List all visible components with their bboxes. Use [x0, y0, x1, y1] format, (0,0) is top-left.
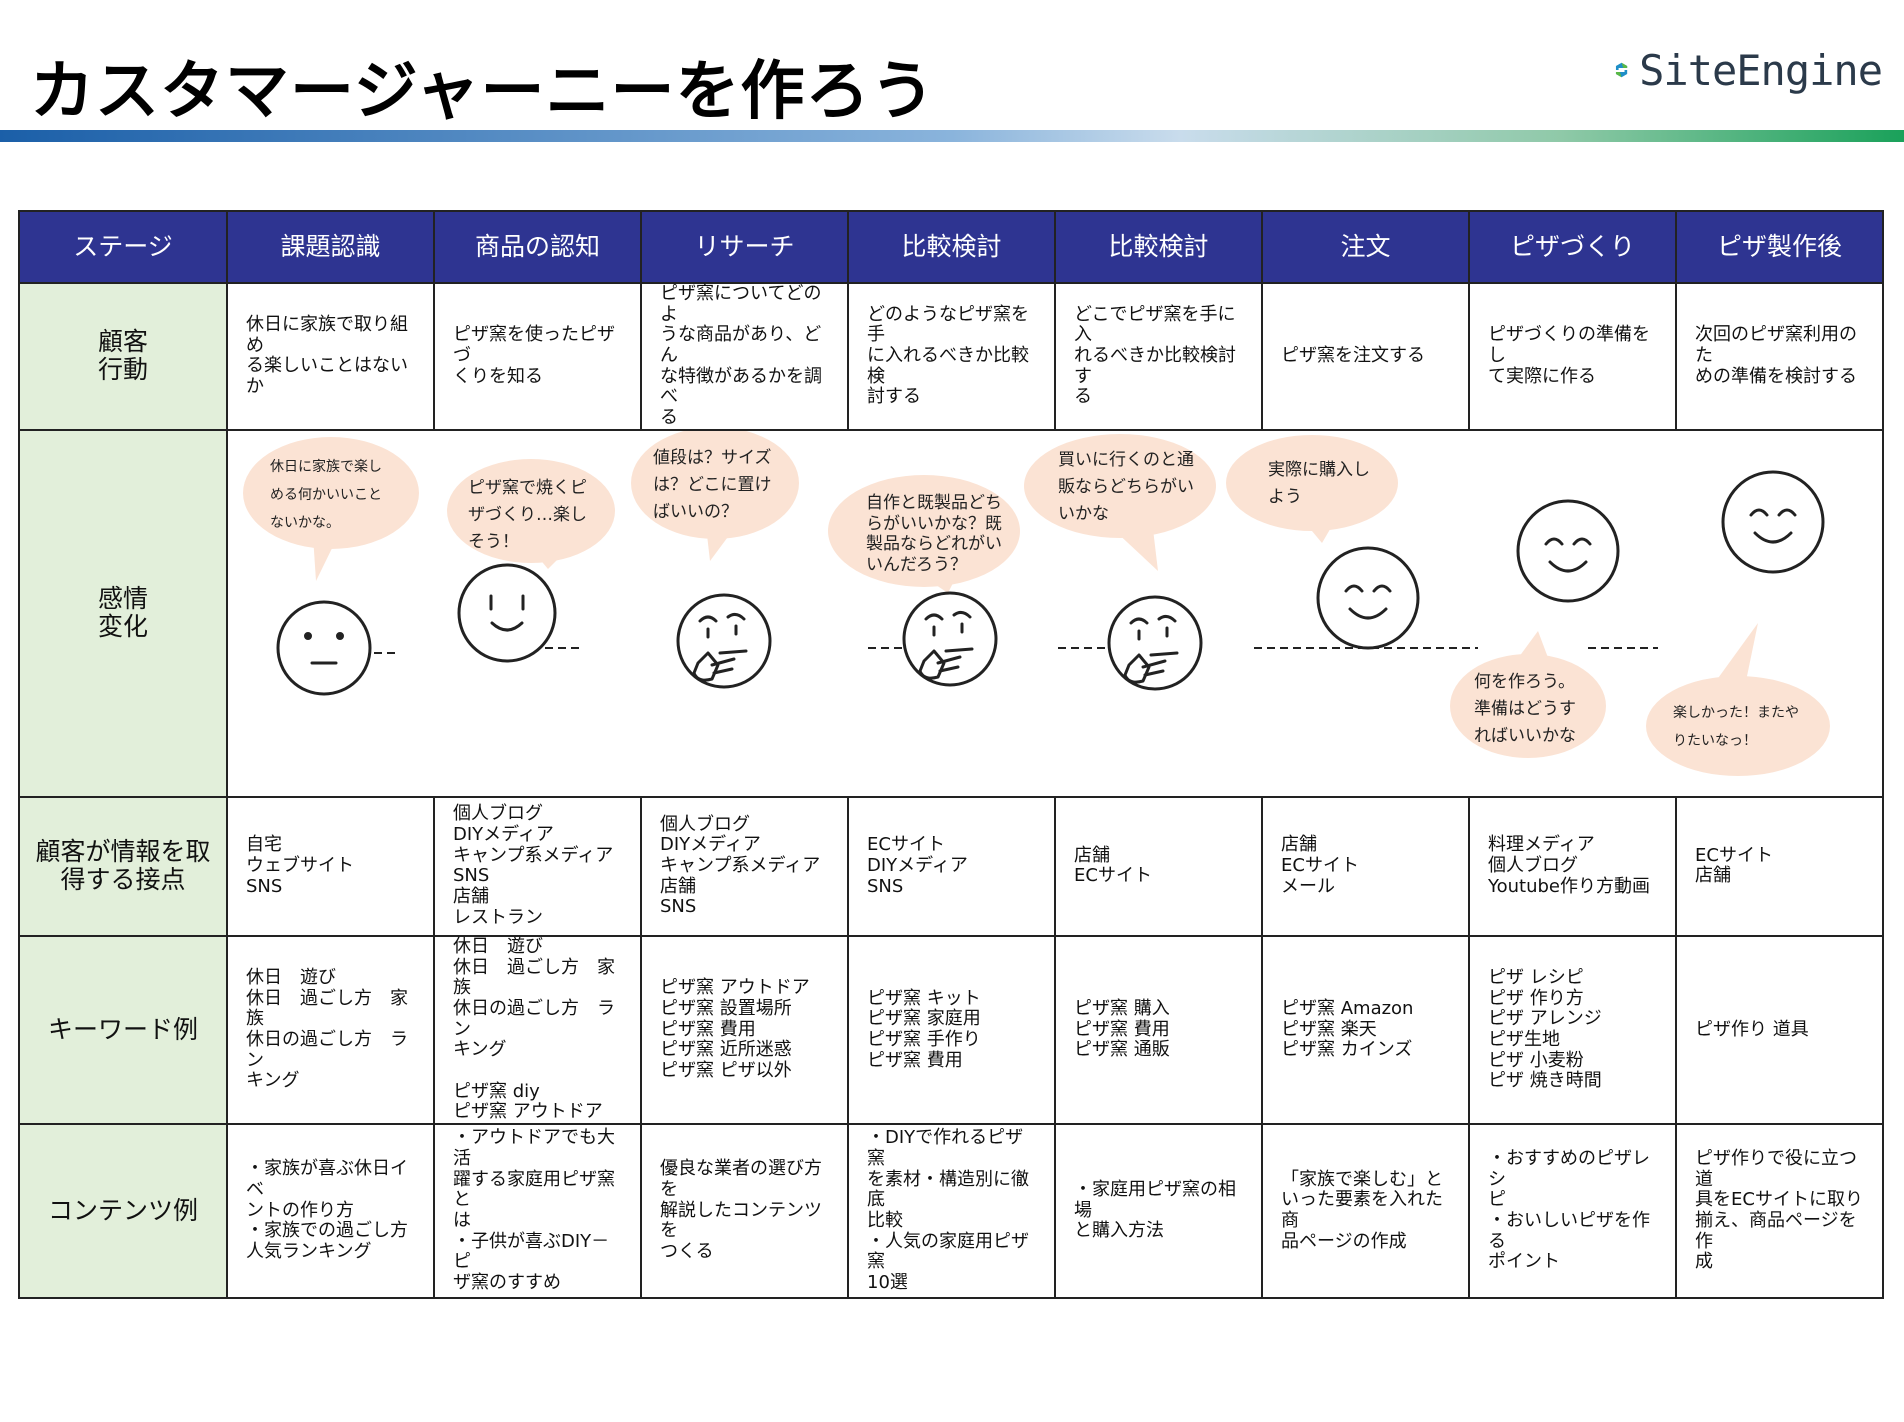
- speech-bubble: [447, 458, 615, 563]
- content-cell: 優良な業者の選び方を 解説したコンテンツを つくる: [640, 1123, 849, 1299]
- row-label-action: 顧客 行動: [18, 282, 228, 431]
- touchpoint-cell: 店舗 ECサイト メール: [1261, 795, 1470, 937]
- keyword-cell: ピザ レシピ ピザ 作り方 ピザ アレンジ ピザ生地 ピザ 小麦粉 ピザ 焼き時…: [1468, 934, 1677, 1126]
- action-cell: 次回のピザ窯利用のた めの準備を検討する: [1675, 282, 1884, 431]
- keyword-cell: 休日 遊び 休日 過ごし方 家族 休日の過ごし方 ラン キング: [226, 934, 435, 1126]
- stage-header: 比較検討: [847, 210, 1056, 284]
- speech-bubble-text: 買いに行くのと通 販ならどちらがい いかな: [1058, 449, 1194, 525]
- speech-bubbles: [243, 430, 1830, 776]
- stage-header: 商品の認知: [433, 210, 642, 284]
- speech-bubble-text: 楽しかった！またや りたいなっ！: [1673, 704, 1799, 749]
- stage-header-row: ステージ 課題認識 商品の認知 リサーチ 比較検討 比較検討 注文 ピザづくり …: [18, 210, 1884, 284]
- customer-action-row: 顧客 行動 休日に家族で取り組め る楽しいことはないか ピザ窯を使ったピザづ く…: [18, 282, 1884, 431]
- smile-face-icon: [457, 563, 557, 663]
- smile-face-icon: [1721, 470, 1825, 574]
- action-cell: ピザ窯を使ったピザづ くりを知る: [433, 282, 642, 431]
- content-row: コンテンツ例 ・家族が喜ぶ休日イベ ントの作り方 ・家族での過ごし方 人気ランキ…: [18, 1123, 1884, 1299]
- content-cell: ・家庭用ピザ窯の相場 と購入方法: [1054, 1123, 1263, 1299]
- emotion-timeline: [348, 646, 1658, 654]
- keyword-row: キーワード例 休日 遊び 休日 過ごし方 家族 休日の過ごし方 ラン キング 休…: [18, 934, 1884, 1126]
- stage-header: ピザ製作後: [1675, 210, 1884, 284]
- action-cell: 休日に家族で取り組め る楽しいことはないか: [226, 282, 435, 431]
- keyword-cell: ピザ窯 購入 ピザ窯 費用 ピザ窯 通販: [1054, 934, 1263, 1126]
- content-cell: ・アウトドアでも大活 躍する家庭用ピザ窯と は ・子供が喜ぶDIY－ピ ザ窯のす…: [433, 1123, 642, 1299]
- touchpoint-cell: 料理メディア 個人ブログ Youtube作り方動画: [1468, 795, 1677, 937]
- site-engine-logo-icon: [1613, 60, 1630, 80]
- row-label-keyword: キーワード例: [18, 934, 228, 1126]
- speech-bubble-text: 値段は？サイズ は？どこに置け ばいいの？: [653, 447, 772, 523]
- action-cell: どこでピザ窯を手に入 れるべきか比較検討す る: [1054, 282, 1263, 431]
- content-cell: ・DIYで作れるピザ窯 を素材・構造別に徹底 比較 ・人気の家庭用ピザ窯 10選: [847, 1123, 1056, 1299]
- stage-header: 課題認識: [226, 210, 435, 284]
- speech-bubble: [828, 474, 1020, 587]
- row-label-touchpoint: 顧客が情報を取 得する接点: [18, 795, 228, 937]
- touchpoint-cell: 個人ブログ DIYメディア キャンプ系メディア SNS 店舗 レストラン: [433, 795, 642, 937]
- speech-bubble: [1226, 434, 1398, 531]
- touchpoint-cell: 店舗 ECサイト: [1054, 795, 1263, 937]
- touchpoint-cell: ECサイト DIYメディア SNS: [847, 795, 1056, 937]
- site-engine-logo-text: SiteEngine: [1639, 45, 1883, 95]
- speech-bubble: [1646, 675, 1830, 776]
- stage-header: リサーチ: [640, 210, 849, 284]
- stage-label: ステージ: [18, 210, 228, 284]
- speech-bubble-text: ピザ窯で焼くピ ザづくり…楽し そう！: [468, 477, 587, 553]
- speech-bubble: [1450, 653, 1606, 758]
- thinking-face-icon: [676, 593, 772, 689]
- content-cell: ・おすすめのピザレシ ピ ・おいしいピザを作る ポイント: [1468, 1123, 1677, 1299]
- smile-face-icon: [1516, 499, 1620, 603]
- thinking-face-icon: [902, 591, 998, 687]
- keyword-cell: ピザ窯 アウトドア ピザ窯 設置場所 ピザ窯 費用 ピザ窯 近所迷惑 ピザ窯 ピ…: [640, 934, 849, 1126]
- speech-bubble-text: 実際に購入し よう: [1268, 459, 1370, 507]
- row-label-emotion: 感情 変化: [18, 428, 228, 798]
- emotion-change-row: 感情 変化: [18, 428, 1884, 798]
- keyword-cell: 休日 遊び 休日 過ごし方 家族 休日の過ごし方 ラン キング ピザ窯 diy …: [433, 934, 642, 1126]
- stage-header: 注文: [1261, 210, 1470, 284]
- page-title: カスタマージャーニーを作ろう: [30, 55, 936, 129]
- speech-bubble-text: 自作と既製品どち らがいいかな？既 製品ならどれがい いんだろう？: [866, 492, 1002, 576]
- neutral-face-icon: [276, 600, 372, 696]
- speech-bubble-text: 休日に家族で楽し める何かいいこと ないかな。: [270, 458, 382, 531]
- stage-header: ピザづくり: [1468, 210, 1677, 284]
- emotion-graphic: [243, 430, 1830, 776]
- smile-face-icon: [1316, 546, 1420, 650]
- action-cell: ピザ窯についてどのよ うな商品があり、どん な特徴があるかを調べ る: [640, 282, 849, 431]
- speech-bubble-text: 何を作ろう。 準備はどうす ればいいかな: [1474, 671, 1576, 747]
- stage-header: 比較検討: [1054, 210, 1263, 284]
- speech-bubble: [243, 436, 419, 549]
- touchpoint-cell: 自宅 ウェブサイト SNS: [226, 795, 435, 937]
- touchpoint-cell: ECサイト 店舗: [1675, 795, 1884, 937]
- content-cell: 「家族で楽しむ」と いった要素を入れた商 品ページの作成: [1261, 1123, 1470, 1299]
- action-cell: ピザ窯を注文する: [1261, 282, 1470, 431]
- keyword-cell: ピザ窯 Amazon ピザ窯 楽天 ピザ窯 カインズ: [1261, 934, 1470, 1126]
- action-cell: ピザづくりの準備をし て実際に作る: [1468, 282, 1677, 431]
- header-gradient-bar: [0, 130, 1904, 142]
- customer-journey-table: ステージ 課題認識 商品の認知 リサーチ 比較検討 比較検討 注文 ピザづくり …: [18, 210, 1884, 1299]
- touchpoint-cell: 個人ブログ DIYメディア キャンプ系メディア 店舗 SNS: [640, 795, 849, 937]
- thinking-face-icon: [1107, 595, 1203, 691]
- content-cell: ピザ作りで役に立つ道 具をECサイトに取り 揃え、商品ページを作 成: [1675, 1123, 1884, 1299]
- emotion-area: 休日に家族で楽し める何かいいこと ないかな。 ピザ窯で焼くピ ザづくり…楽し …: [226, 428, 1884, 798]
- row-label-content: コンテンツ例: [18, 1123, 228, 1299]
- keyword-cell: ピザ作り 道具: [1675, 934, 1884, 1126]
- keyword-cell: ピザ窯 キット ピザ窯 家庭用 ピザ窯 手作り ピザ窯 費用: [847, 934, 1056, 1126]
- content-cell: ・家族が喜ぶ休日イベ ントの作り方 ・家族での過ごし方 人気ランキング: [226, 1123, 435, 1299]
- site-engine-logo: SiteEngine: [1612, 38, 1883, 102]
- speech-bubble: [631, 430, 799, 539]
- touchpoint-row: 顧客が情報を取 得する接点 自宅 ウェブサイト SNS 個人ブログ DIYメディ…: [18, 795, 1884, 937]
- speech-bubble: [1024, 433, 1216, 538]
- action-cell: どのようなピザ窯を手 に入れるべきか比較検 討する: [847, 282, 1056, 431]
